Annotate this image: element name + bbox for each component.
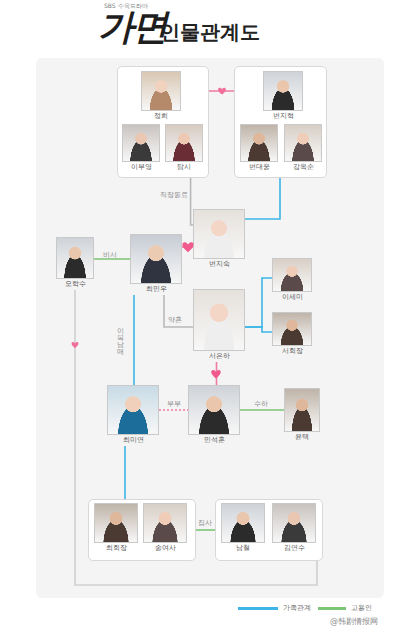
person-card: 민석훈 xyxy=(188,385,240,446)
portrait xyxy=(122,124,160,162)
person-name: 변지혁 xyxy=(263,111,303,122)
relation-label: 부부 xyxy=(167,400,181,409)
person-card: 김연수 xyxy=(272,503,316,554)
person-name: 오학수 xyxy=(56,279,94,290)
person-name: 남철 xyxy=(221,543,265,554)
person-card: 윤택 xyxy=(284,388,320,443)
portrait xyxy=(221,503,265,543)
person-name: 정희 xyxy=(141,111,181,122)
relation-label: 비서 xyxy=(103,251,117,260)
group-box: 변지혁변대웅 강옥순 xyxy=(234,66,327,178)
watermark: @韩剧情报网 xyxy=(330,617,378,627)
relation-line xyxy=(196,529,215,531)
portrait xyxy=(193,209,245,259)
portrait xyxy=(130,234,182,284)
person-card: 최회장 xyxy=(94,503,138,554)
relation-line xyxy=(133,295,135,385)
relation-label: 이복남매 xyxy=(115,322,124,350)
person-name: 김연수 xyxy=(272,543,316,554)
person-card: 남철 xyxy=(221,503,265,554)
relation-line xyxy=(245,278,272,327)
person-name: 변지숙 xyxy=(193,259,245,270)
broadcast-note: SBS 수목드라마 xyxy=(104,2,148,10)
legend-swatch xyxy=(318,607,346,610)
group-box: 정희이부영 탐시 xyxy=(117,66,209,178)
portrait xyxy=(263,71,303,111)
portrait xyxy=(141,71,181,111)
person-card: 변지숙 xyxy=(193,209,245,270)
person-card: 이세미 xyxy=(272,258,312,303)
diagram-subtitle: 인물관계도 xyxy=(160,20,260,44)
legend-entry: 가족관계 xyxy=(238,604,311,613)
relation-label: 직장동료 xyxy=(160,191,188,200)
person-card: 서은하 xyxy=(193,289,245,362)
portrait xyxy=(56,237,94,279)
heart-symbol xyxy=(211,370,221,378)
person-name: 최민우 xyxy=(130,284,182,295)
relation-label: 수하 xyxy=(254,400,268,409)
relation-line xyxy=(240,409,284,411)
person-card: 최미연 xyxy=(107,385,159,446)
relation-line xyxy=(245,178,280,219)
person-name: 서회장 xyxy=(272,346,312,357)
person-name: 최회장 xyxy=(94,543,138,554)
portrait xyxy=(284,388,320,432)
relation-line xyxy=(182,246,193,248)
group-box: 남철 김연수 xyxy=(215,499,323,561)
background-panel xyxy=(36,58,384,598)
relation-label: 집사 xyxy=(198,519,212,528)
person-card: 정희 xyxy=(141,71,181,122)
person-card: 강옥순 xyxy=(284,124,322,173)
person-name: 송여사 xyxy=(143,543,187,554)
legend-swatch xyxy=(238,607,278,610)
heart-symbol xyxy=(182,242,193,252)
person-card: 탐시 xyxy=(165,124,203,173)
person-card: 변대웅 xyxy=(240,124,278,173)
portrait xyxy=(240,124,278,162)
person-name: 민석훈 xyxy=(188,435,240,446)
drama-title: 가면 xyxy=(98,6,166,46)
person-name: 최미연 xyxy=(107,435,159,446)
heart-symbol xyxy=(218,88,226,95)
person-name: 서은하 xyxy=(193,351,245,362)
relation-line xyxy=(124,446,126,499)
person-card: 오학수 xyxy=(56,237,94,290)
person-card: 송여사 xyxy=(143,503,187,554)
person-name: 윤택 xyxy=(284,432,320,443)
relation-line xyxy=(245,327,272,332)
portrait xyxy=(188,385,240,435)
relation-label: 약혼 xyxy=(168,316,182,325)
person-name: 탐시 xyxy=(165,162,203,173)
person-name: 이부영 xyxy=(122,162,160,173)
heart-symbol xyxy=(218,88,226,95)
person-card: 최민우 xyxy=(130,234,182,295)
portrait xyxy=(272,503,316,543)
relation-line xyxy=(159,409,188,411)
portrait xyxy=(107,385,159,435)
heart-symbol xyxy=(182,242,193,252)
heart-symbol xyxy=(211,370,221,378)
relation-line xyxy=(216,362,218,385)
portrait xyxy=(272,312,312,346)
group-box: 최회장 송여사 xyxy=(88,499,196,561)
portrait xyxy=(193,289,245,351)
portrait xyxy=(165,124,203,162)
legend-text: 가족관계 xyxy=(283,604,311,613)
person-card: 이부영 xyxy=(122,124,160,173)
portrait xyxy=(143,503,187,543)
person-name: 이세미 xyxy=(272,292,312,303)
legend-text: 고용인 xyxy=(351,604,372,613)
portrait xyxy=(94,503,138,543)
portrait xyxy=(284,124,322,162)
heart-symbol xyxy=(72,342,79,348)
person-name: 강옥순 xyxy=(284,162,322,173)
portrait xyxy=(272,258,312,292)
person-name: 변대웅 xyxy=(240,162,278,173)
legend-entry: 고용인 xyxy=(318,604,372,613)
person-card: 서회장 xyxy=(272,312,312,357)
person-card: 변지혁 xyxy=(263,71,303,122)
relation-line xyxy=(164,295,193,327)
relation-line xyxy=(75,290,317,585)
heart-symbol xyxy=(72,342,79,348)
